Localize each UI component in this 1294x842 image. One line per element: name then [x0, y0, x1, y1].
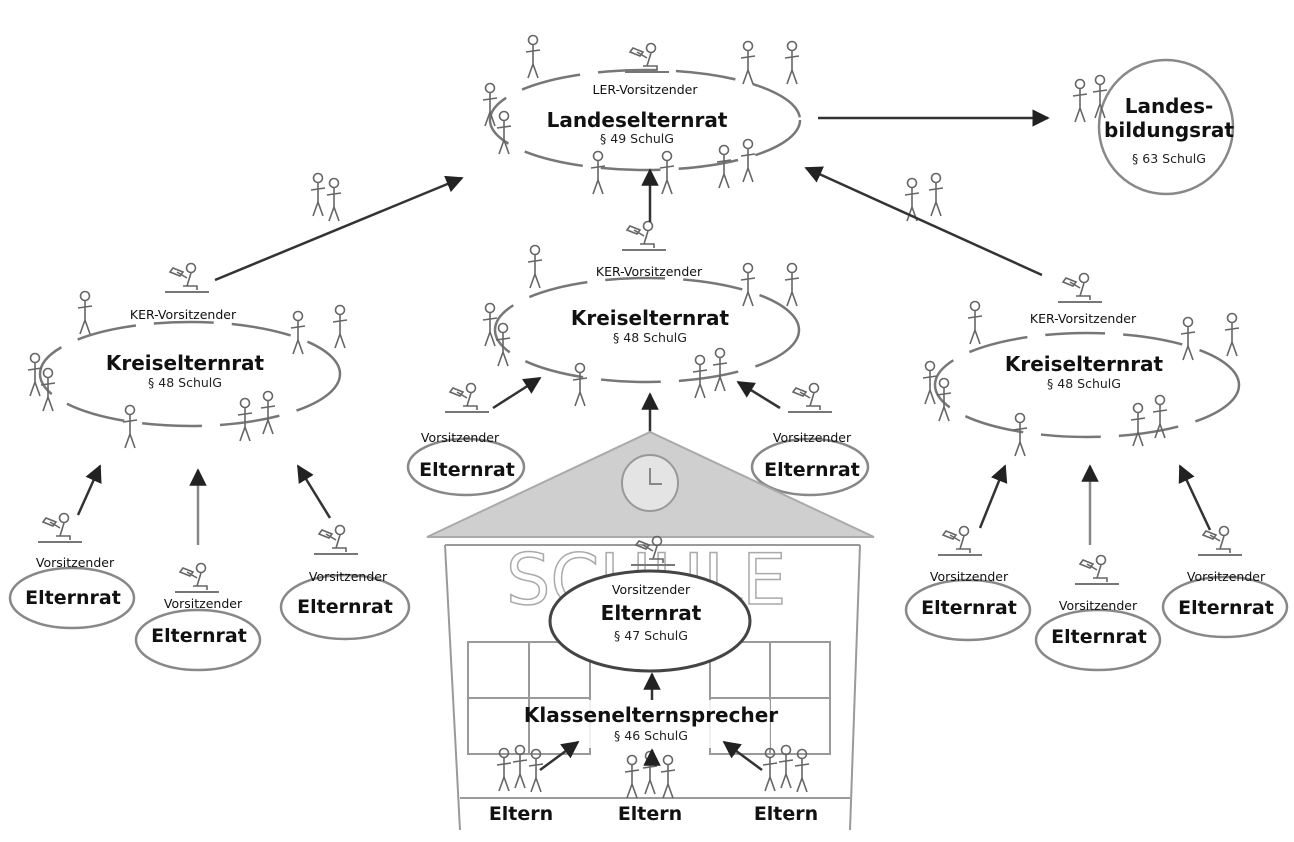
elternrat-left-3: Vorsitzender Elternrat	[279, 524, 411, 641]
kreiselternrat-right-law: § 48 SchulG	[1047, 376, 1121, 391]
klasseneltern-law: § 46 SchulG	[614, 728, 688, 743]
landesbildungsrat-law: § 63 SchulG	[1132, 151, 1206, 166]
elternrat-role: Vorsitzender	[36, 555, 115, 570]
elternrat-role: Vorsitzender	[1059, 598, 1138, 613]
elternrat-role: Vorsitzender	[164, 596, 243, 611]
kreiselternrat-center-role: KER-Vorsitzender	[596, 264, 703, 279]
landesbildungsrat-title-2: bildungsrat	[1104, 118, 1234, 142]
elternrat-center-left: Vorsitzender Elternrat	[406, 382, 526, 497]
klasseneltern-title: Klasseneltern­sprecher	[524, 703, 778, 727]
eltern-label-2: Eltern	[618, 803, 682, 825]
elternrat-title: Elternrat	[25, 587, 121, 609]
kreiselternrat-left-law: § 48 SchulG	[148, 375, 222, 390]
kreiselternrat-center-law: § 48 SchulG	[613, 330, 687, 345]
elternrat-school-node: Vorsitzender Elternrat § 47 SchulG	[548, 535, 752, 673]
landeselternrat-title: Landeselternrat	[547, 108, 728, 132]
elternrat-role: Vorsitzender	[309, 569, 388, 584]
elternrat-title: Elternrat	[1051, 626, 1147, 648]
elternrat-role: Vorsitzender	[1187, 569, 1266, 584]
elternrat-title: Elternrat	[764, 459, 860, 481]
elternrat-title: Elternrat	[921, 597, 1017, 619]
elternrat-school-title: Elternrat	[601, 601, 702, 625]
elternrat-school-role: Vorsitzender	[612, 582, 691, 597]
elternrat-right-1: Vorsitzender Elternrat	[904, 525, 1032, 642]
elternrat-title: Elternrat	[1178, 597, 1274, 619]
kreiselternrat-center-node: KER-Vorsitzender Kreiselternrat § 48 Sch…	[482, 220, 801, 407]
elternrat-left-1: Vorsitzender Elternrat	[8, 512, 136, 630]
landeselternrat-node: LER-Vorsitzender Landeselternrat § 49 Sc…	[482, 34, 802, 195]
elternrat-right-2: Vorsitzender Elternrat	[1034, 554, 1162, 672]
eltern-label-3: Eltern	[754, 803, 818, 825]
landeselternrat-law: § 49 SchulG	[600, 131, 674, 146]
arrow-ker-right-to-ler	[804, 166, 1043, 277]
eltern-label-1: Eltern	[489, 803, 553, 825]
elternrat-role: Vorsitzender	[930, 569, 1009, 584]
landeselternrat-role: LER-Vorsitzender	[592, 82, 698, 97]
kreiselternrat-left-title: Kreiselternrat	[106, 351, 265, 375]
elternrat-title: Elternrat	[151, 625, 247, 647]
elternrat-role: Vorsitzender	[773, 430, 852, 445]
kreiselternrat-right-role: KER-Vorsitzender	[1030, 311, 1137, 326]
eltern-groups: Eltern Eltern Eltern	[489, 744, 818, 825]
landesbildungsrat-title-1: Landes-	[1125, 94, 1214, 118]
arrow-ker-left-to-ler	[214, 175, 464, 282]
kreiselternrat-center-ring	[493, 276, 801, 384]
kreiselternrat-left-role: KER-Vorsitzender	[130, 307, 237, 322]
elternrat-school-law: § 47 SchulG	[614, 628, 688, 643]
landesbildungsrat-node: Landes- bildungsrat § 63 SchulG	[1072, 58, 1235, 196]
elternrat-right-3: Vorsitzender Elternrat	[1161, 525, 1289, 639]
landesbildungsrat-ring	[1097, 58, 1235, 196]
elternrat-left-2: Vorsitzender Elternrat	[134, 562, 262, 672]
elternrat-title: Elternrat	[297, 596, 393, 618]
kreiselternrat-right-node: KER-Vorsitzender Kreiselternrat § 48 Sch…	[922, 272, 1241, 457]
kreiselternrat-right-title: Kreiselternrat	[1005, 352, 1164, 376]
elternrat-title: Elternrat	[419, 459, 515, 481]
kreiselternrat-left-ring	[38, 320, 342, 428]
kreiselternrat-center-title: Kreiselternrat	[571, 306, 730, 330]
kreiselternrat-left-node: KER-Vorsitzender Kreiselternrat § 48 Sch…	[27, 262, 348, 449]
elternrat-role: Vorsitzender	[421, 430, 500, 445]
elternrat-school-ring	[548, 569, 752, 673]
kreiselternrat-right-ring	[933, 331, 1241, 439]
elternrat-center-right: Vorsitzender Elternrat	[750, 382, 870, 497]
